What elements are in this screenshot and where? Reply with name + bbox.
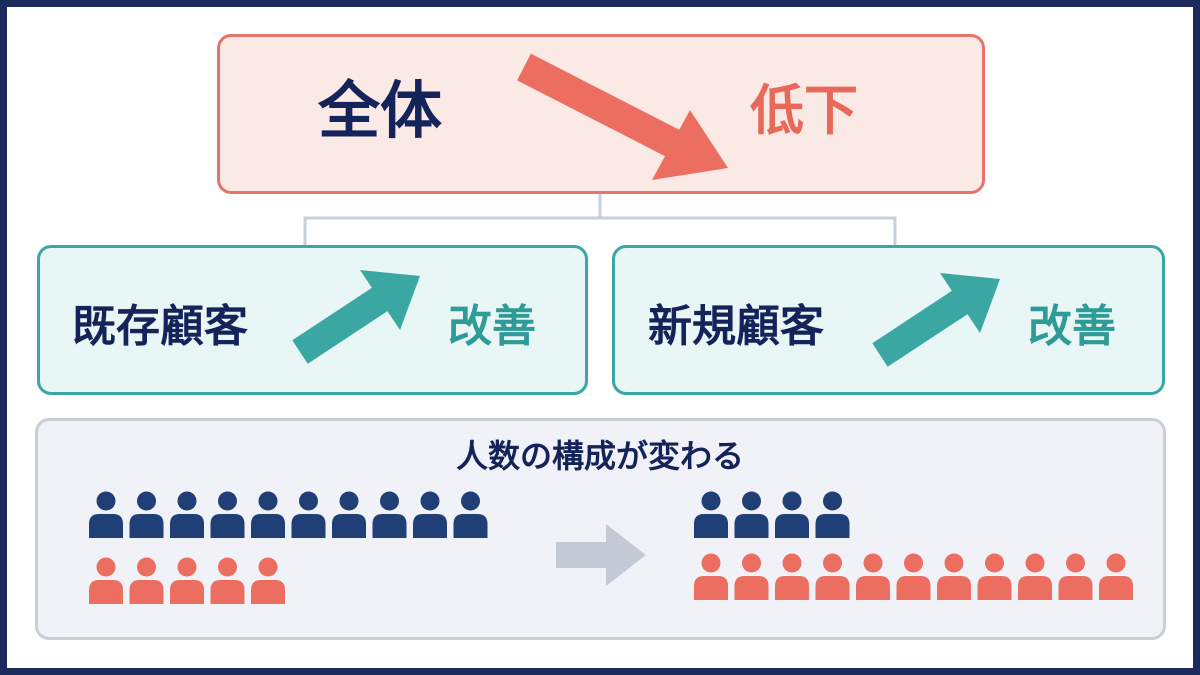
person-icon-new	[1018, 553, 1052, 600]
person-icon-existing	[170, 491, 204, 538]
person-icon-existing	[734, 491, 769, 538]
person-icon-existing	[413, 491, 447, 538]
arrow-right-icon	[556, 524, 646, 586]
person-icon-existing	[815, 491, 850, 538]
existing-customers-status: 改善	[448, 301, 536, 352]
person-icon-new	[251, 557, 285, 604]
person-icon-existing	[210, 491, 245, 538]
person-icon-new	[129, 557, 164, 604]
arrow-up-left-icon	[292, 270, 420, 364]
person-icon-new	[210, 557, 245, 604]
new-customers-status: 改善	[1028, 301, 1116, 352]
person-icon-existing	[372, 491, 407, 538]
person-icon-new	[856, 553, 890, 600]
person-icon-new	[937, 553, 971, 600]
person-icon-new	[775, 553, 809, 600]
person-icon-existing	[775, 491, 809, 538]
person-icon-new	[694, 553, 728, 600]
person-icon-new	[977, 553, 1012, 600]
person-icon-existing	[332, 491, 366, 538]
person-icon-new	[1058, 553, 1093, 600]
composition-title: 人数の構成が変わる	[455, 437, 744, 475]
existing-customers-box	[37, 245, 588, 395]
person-icon-existing	[129, 491, 164, 538]
existing-customers-label: 既存顧客	[72, 301, 248, 352]
person-icon-existing	[453, 491, 488, 538]
person-icon-new	[89, 557, 123, 604]
person-icon-new	[170, 557, 204, 604]
person-icon-new	[896, 553, 931, 600]
person-icon-new	[734, 553, 769, 600]
arrow-down-icon	[517, 53, 728, 180]
person-icon-existing	[291, 491, 326, 538]
person-icon-existing	[89, 491, 123, 538]
overall-status: 低下	[750, 79, 858, 142]
arrow-up-right-icon	[872, 273, 1000, 367]
person-icon-existing	[251, 491, 285, 538]
person-icon-new	[815, 553, 850, 600]
new-customers-label: 新規顧客	[648, 301, 824, 352]
person-icon-new	[1099, 553, 1133, 600]
person-icon-existing	[694, 491, 728, 538]
new-customers-box	[612, 245, 1165, 395]
overall-label: 全体	[318, 74, 443, 147]
